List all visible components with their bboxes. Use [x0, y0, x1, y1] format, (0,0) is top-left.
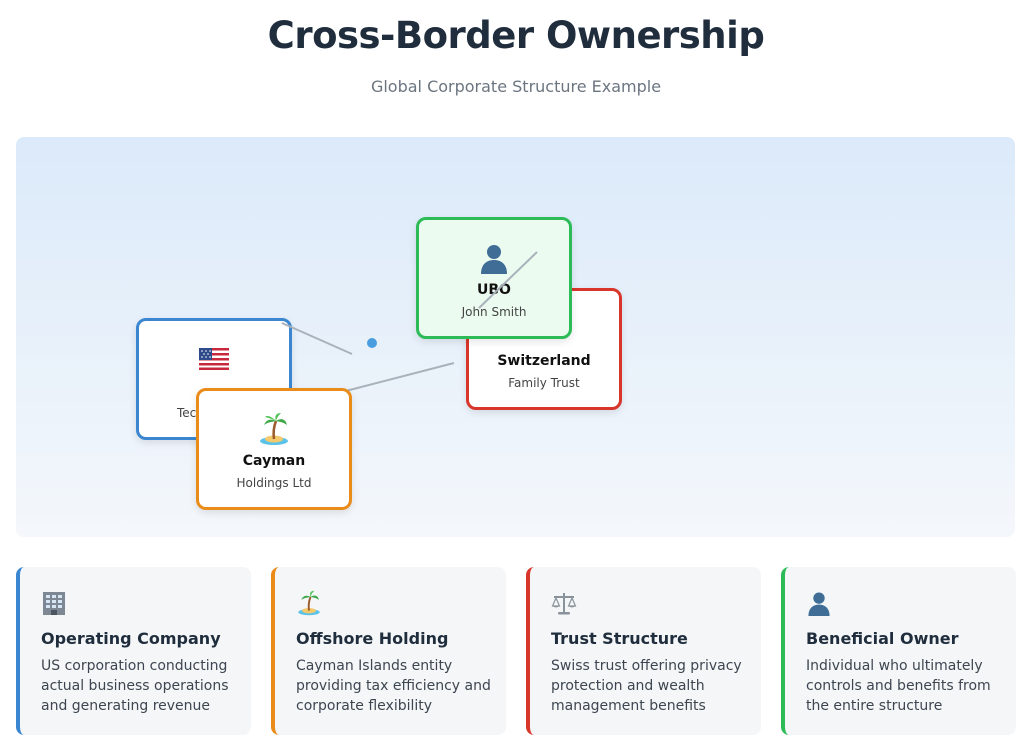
card-beneficial-owner: Beneficial Owner Individual who ultimate… — [781, 567, 1016, 735]
page-title: Cross-Border Ownership — [267, 14, 765, 57]
node-cayman-holding[interactable]: Cayman Holdings Ltd — [196, 388, 352, 510]
balance-scale-icon — [551, 590, 577, 616]
card-trust-structure: Trust Structure Swiss trust offering pri… — [526, 567, 761, 735]
node-switzerland-name: Switzerland — [497, 353, 591, 369]
card-description: Cayman Islands entity providing tax effi… — [296, 658, 491, 714]
node-ubo-owner[interactable]: UBO John Smith — [416, 217, 572, 339]
card-title: Beneficial Owner — [806, 629, 959, 648]
node-cayman-type: Holdings Ltd — [236, 476, 312, 490]
person-icon — [419, 240, 569, 276]
palm-island-icon — [296, 590, 322, 616]
person-icon — [806, 590, 832, 616]
card-title: Trust Structure — [551, 629, 688, 648]
card-offshore-holding: Offshore Holding Cayman Islands entity p… — [271, 567, 506, 735]
card-description: US corporation conducting actual busines… — [41, 658, 229, 714]
node-us-type: Tec — [177, 406, 197, 420]
node-switzerland-type: Family Trust — [508, 376, 580, 390]
card-operating-company: Operating Company US corporation conduct… — [16, 567, 251, 735]
node-ubo-type: John Smith — [461, 305, 527, 319]
card-title: Operating Company — [41, 629, 221, 648]
connector-line — [478, 251, 538, 309]
palm-island-icon — [199, 411, 349, 447]
office-building-icon — [41, 590, 67, 616]
card-title: Offshore Holding — [296, 629, 449, 648]
node-cayman-name: Cayman — [242, 453, 306, 469]
page-subtitle: Global Corporate Structure Example — [370, 77, 662, 96]
card-description: Swiss trust offering privacy protection … — [551, 658, 742, 714]
card-description: Individual who ultimately controls and b… — [806, 658, 991, 714]
us-flag-icon — [139, 341, 289, 377]
